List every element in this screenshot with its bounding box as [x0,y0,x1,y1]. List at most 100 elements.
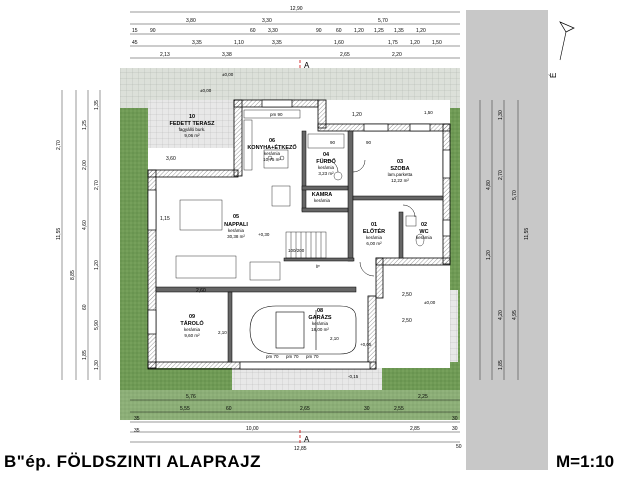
dim-text: 3,35 [192,40,202,46]
room-kitchen-area: 10,75 m² [263,157,281,162]
room-bedroom-area: 12,22 m² [391,178,409,183]
room-living-name: NAPPALI [224,222,248,228]
dim-text: 4,20 [498,310,504,320]
dim-text: 5,70 [378,18,388,24]
section-mark-bottom: A [304,435,310,444]
dim-text: 60 [250,28,256,34]
dim-text: 60 [336,28,342,34]
dim-text: 1,20 [416,28,426,34]
windows [147,99,451,370]
room-bedroom-material: lam.parketta [388,172,413,177]
interior-walls [155,130,444,363]
dim-text: 2,85 [410,426,420,432]
dim-text: 45 [132,40,138,46]
room-storage-name: TÁROLÓ [180,319,204,327]
room-terrace-name: FEDETT TERASZ [170,121,216,127]
dim-text: 1,30 [498,110,504,120]
opening-note: pm 70 [266,354,279,359]
dim-text: 5,55 [180,406,190,412]
level-marks: ±0,00 +0,30 ±0,00 +0,05 -0,15 ±0,00 [200,72,436,379]
room-terrace-area: 9,06 m² [184,133,200,138]
level-mark: ±0,00 [222,72,234,77]
dim-text: 30 [452,416,458,422]
room-terrace-id: 10 [189,114,195,120]
dim-text: 1,20 [354,28,364,34]
dim-text: 1,35 [94,100,100,110]
dim-text: 2,00 [82,160,88,170]
dim-text: 30 [452,426,458,432]
opening-note: 90 [330,140,336,145]
opening-note: pm 70 [286,354,299,359]
level-mark: +0,30 [258,232,270,237]
dim-text: 60 [226,406,232,412]
dim-text: 11,55 [56,228,62,240]
dim-text: 2,55 [394,406,404,412]
dim-text: 1,25 [82,120,88,130]
room-wc-material: kerámia [416,235,433,240]
dim-text: 1,85 [82,350,88,360]
room-wc-id: 02 [421,222,427,228]
dim-text: 8,85 [70,270,76,280]
room-terrace-material: fagyálló burk. [179,127,206,132]
dim-text: 35 [134,416,140,422]
level-mark: +0,05 [360,342,372,347]
dimension-lines [61,11,519,443]
dim-text: 12,85 [294,446,307,452]
opening-note: ÍF [316,263,320,269]
room-labels: 10 FEDETT TERASZ fagyálló burk. 9,06 m² … [170,114,433,338]
dim-text: 1,15 [160,216,170,222]
room-garage-id: 08 [317,308,323,314]
living-furniture [175,185,291,281]
room-garage-name: GARÁZS [308,314,332,321]
dim-text: 2,60 [196,288,206,294]
room-hall-id: 01 [371,222,377,228]
opening-note: 100/200 [288,248,305,253]
dim-text: 4,80 [486,180,492,190]
opening-note: 90 [366,140,372,145]
dim-text: 15 [132,28,138,34]
bathroom-fixtures [307,133,425,247]
dim-text: 3,30 [262,18,272,24]
dim-text: 4,95 [512,310,518,320]
dim-text: 5,76 [186,394,196,400]
dim-text: 2,70 [498,170,504,180]
doors [325,159,416,277]
dim-text: 1,60 [334,40,344,46]
dim-text: 3,30 [268,28,278,34]
room-garage-area: 18,00 m² [311,327,329,332]
dim-text: 1,50 [432,40,442,46]
room-pantry-material: kerámia [314,198,331,203]
dim-text: 2,70 [94,180,100,190]
room-living-id: 05 [233,214,239,220]
dim-text: 2,65 [300,406,310,412]
level-mark: -0,15 [348,374,359,379]
north-arrow [559,21,575,61]
room-hall-name: ELŐTÉR [363,227,385,235]
dim-text: 3,60 [166,156,176,162]
dim-text: 12,90 [290,6,303,12]
dim-text: 2,20 [392,52,402,58]
drawing-title: B"ép. FÖLDSZINTI ALAPRAJZ [4,452,261,471]
room-hall-material: kerámia [366,235,383,240]
dim-text: 3,80 [186,18,196,24]
dim-text: 5,70 [512,190,518,200]
dim-text: 30 [364,406,370,412]
room-storage-area: 9,60 m² [184,333,200,338]
room-storage-material: kerámia [184,327,201,332]
dim-text: 2,65 [340,52,350,58]
dim-text: 10,00 [246,426,259,432]
dim-text: 60 [82,304,88,310]
dim-text: 11,55 [524,228,530,240]
street-strip [466,10,548,470]
dim-text: 2,70 [56,140,62,150]
terrace-floor [148,100,234,148]
dim-text: 1,85 [498,360,504,370]
dim-text: 2,50 [402,318,412,324]
room-storage-id: 09 [189,314,195,320]
dim-text: 2,13 [160,52,170,58]
dim-text: 4,60 [82,220,88,230]
dim-text: 1,20 [410,40,420,46]
level-mark: ±0,00 [424,300,436,305]
